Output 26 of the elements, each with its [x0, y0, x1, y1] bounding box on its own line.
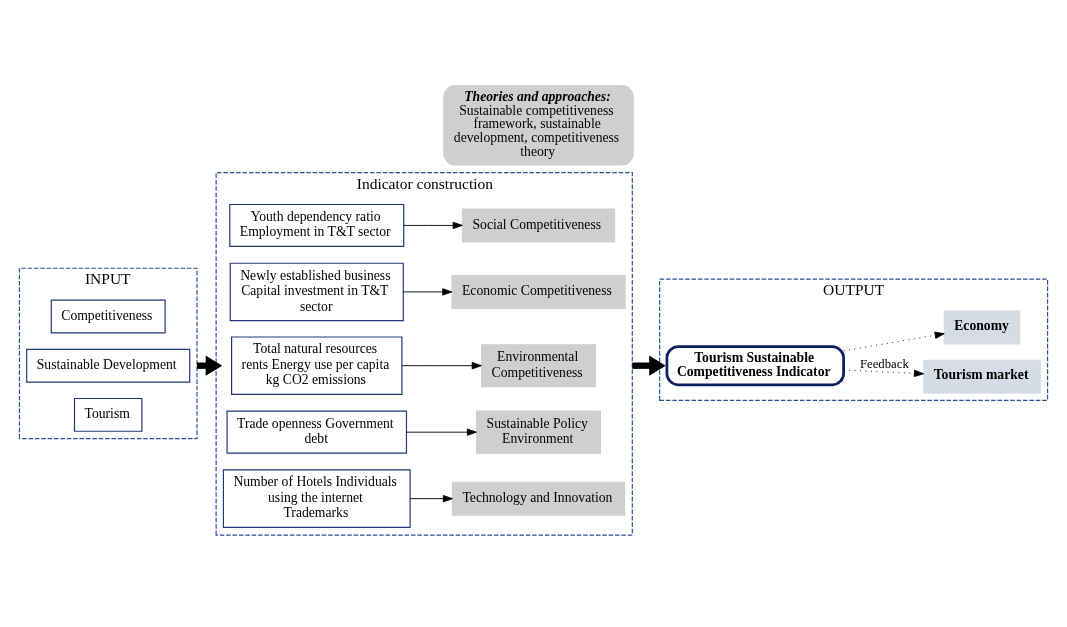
node-box: Trade openness Government debt [226, 410, 408, 454]
arrow [843, 331, 945, 351]
node-box: Economic Competitiveness [451, 274, 626, 309]
node-box: Technology and Innovation [451, 481, 626, 516]
node-box: Tourism [73, 397, 143, 432]
arrow [409, 494, 453, 502]
node-box: Newly established business Capital investment in T&T sector [229, 262, 404, 321]
node-box: Tourism Sustainable Competitiveness Indicator [665, 344, 845, 386]
node-box: Competitiveness [50, 299, 166, 333]
edge-label: Feedback [859, 356, 909, 371]
node-box: Sustainable Policy Environment [476, 410, 602, 454]
arrow [402, 287, 453, 296]
node-box: Social Competitiveness [461, 207, 616, 242]
node-box: Theories and approaches: Sustainable competitiveness framework, sustainable development, competitiveness theory [443, 84, 634, 165]
node-box: Environmental Competitiveness [481, 343, 596, 387]
arrow [406, 428, 477, 436]
arrow [401, 361, 482, 369]
arrow [403, 221, 463, 229]
node-box: Youth dependency ratio Employment in T&T sector [229, 203, 405, 247]
arrow [843, 368, 924, 377]
node-box: Sustainable Development [26, 348, 191, 383]
node-box: Total natural resources rents Energy use per capita kg CO2 emissions [231, 335, 403, 395]
node-box: Number of Hotels Individuals using the internet Trademarks [222, 468, 411, 528]
node-box: Economy [943, 309, 1021, 344]
arrow [632, 355, 666, 376]
node-box: Tourism market [923, 359, 1041, 394]
